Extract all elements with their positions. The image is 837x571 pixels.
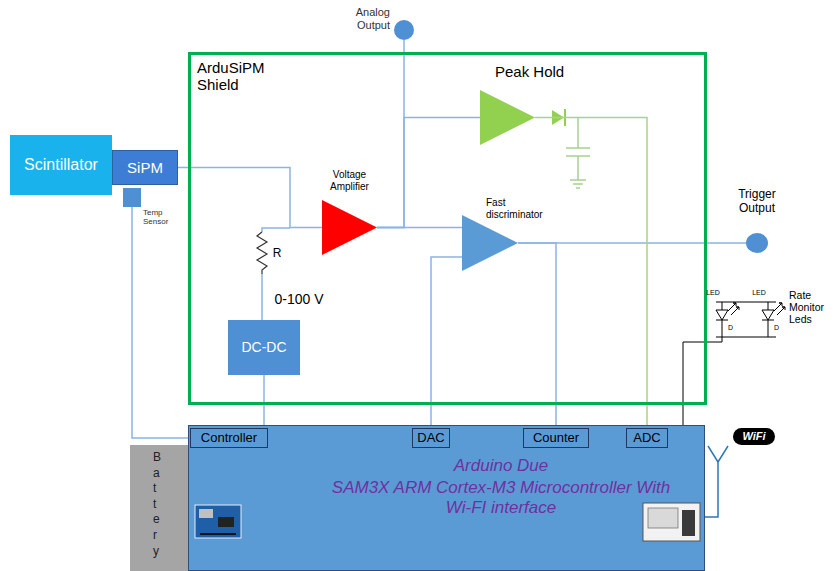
led-triangle	[716, 310, 728, 320]
voltage-amplifier-label: Voltage Amplifier	[317, 169, 382, 192]
signal-wire	[132, 207, 190, 438]
antenna-arm	[718, 446, 728, 462]
output-connector-label: Analog Output	[342, 6, 390, 31]
output-connector: Analog Output	[394, 20, 414, 40]
shield-board: ArduSiPM ShieldPeak HoldVoltage Amplifie…	[188, 52, 707, 405]
part-label: LED	[704, 289, 722, 297]
wire	[683, 337, 722, 425]
wire	[261, 274, 263, 320]
triangle-outline	[480, 90, 535, 145]
dc-dc-converter-label: DC-DC	[241, 339, 286, 355]
voltage-label: 0-100 V	[268, 291, 330, 307]
light-arrow	[774, 303, 782, 311]
signal-wire	[178, 168, 322, 228]
ground-symbol	[573, 183, 583, 185]
signal-wire	[263, 375, 265, 428]
scintillator-box-label: Scintillator	[24, 156, 98, 174]
antenna-symbol	[705, 446, 728, 517]
triangle-outline	[322, 200, 377, 255]
microcontroller-board: Arduino DueSAM3X ARM Cortex-M3 Microcont…	[188, 425, 705, 571]
arduino-board-icon	[195, 505, 241, 538]
battery: Battery	[130, 445, 188, 571]
peak-hold-amplifier-label: Peak Hold	[495, 63, 595, 80]
signal-wire	[377, 40, 404, 228]
ground-symbol	[576, 187, 580, 189]
wire	[577, 118, 579, 148]
leds-label: Rate Monitor Leds	[789, 289, 833, 325]
microcontroller-board-label: Arduino Due	[331, 456, 671, 476]
port-box-label: Counter	[533, 431, 579, 446]
light-arrow	[777, 307, 785, 315]
peak-hold-amplifier: Peak Hold	[480, 90, 535, 145]
port-box-label: Controller	[201, 431, 257, 446]
signal-wire	[535, 118, 647, 429]
ellipse-outline	[394, 20, 414, 40]
sipm-box: SiPM	[112, 150, 178, 185]
triangle-shape	[462, 215, 518, 271]
wire	[577, 156, 579, 180]
capacitor-symbol	[566, 118, 590, 188]
port-box: DAC	[412, 428, 450, 448]
wire	[768, 320, 769, 337]
led-symbol	[683, 302, 785, 425]
wire	[716, 302, 776, 303]
wire	[722, 302, 723, 310]
port-box-label: DAC	[417, 431, 444, 446]
part-label: D	[726, 324, 735, 332]
module-outline	[643, 503, 700, 541]
antenna-arm	[708, 446, 718, 462]
ellipse-outline	[746, 233, 768, 253]
ellipse-shape	[394, 20, 414, 40]
wire	[262, 228, 290, 232]
port-box: Counter	[523, 428, 589, 448]
capacitor-plate	[566, 147, 590, 149]
temp-sensor-label: Temp Sensor	[143, 208, 177, 226]
triangle-shape	[480, 90, 535, 145]
scintillator-box: Scintillator	[10, 135, 112, 195]
fast-discriminator: Fast discriminator	[462, 215, 518, 271]
port-box: ADC	[626, 428, 668, 448]
triangle-shape	[322, 200, 377, 255]
light-arrow	[728, 303, 736, 311]
output-connector: Trigger Output	[746, 233, 768, 253]
signal-wire	[518, 243, 556, 428]
port-box: Controller	[190, 428, 268, 448]
battery-label: Battery	[153, 450, 165, 559]
voltage-amplifier: Voltage Amplifier	[322, 200, 377, 255]
triangle-outline	[462, 215, 518, 271]
wire	[716, 337, 776, 338]
board-chip	[218, 517, 234, 527]
led-triangle	[762, 310, 774, 320]
sipm-box-label: SiPM	[127, 159, 163, 176]
part-label: LED	[750, 289, 768, 297]
board-header	[200, 533, 236, 535]
microcontroller-board-label: SAM3X ARM Cortex-M3 Microcontroller With…	[331, 478, 671, 517]
port-box-label: ADC	[633, 431, 660, 446]
wire	[722, 320, 723, 337]
board-connector	[199, 509, 213, 518]
part-label: R	[270, 247, 284, 261]
temp-sensor: Temp Sensor	[123, 188, 141, 207]
signal-wire	[377, 118, 480, 228]
shield-board-label: ArduSiPM Shield	[197, 59, 285, 94]
resistor-zigzag	[257, 232, 267, 274]
part-label: D	[772, 324, 781, 332]
wire	[768, 302, 769, 310]
module-chip	[682, 510, 695, 536]
ground-symbol	[570, 179, 586, 181]
light-arrow	[731, 307, 739, 315]
board-outline	[195, 505, 241, 538]
wifi-logo: WiFi	[733, 428, 775, 445]
fast-discriminator-label: Fast discriminator	[486, 197, 558, 220]
module-shield	[648, 508, 678, 528]
wifi-module-icon	[643, 503, 700, 541]
dc-dc-converter: DC-DC	[228, 320, 300, 375]
output-connector-label: Trigger Output	[732, 188, 782, 216]
antenna-wire	[705, 462, 718, 517]
ellipse-shape	[746, 233, 768, 253]
